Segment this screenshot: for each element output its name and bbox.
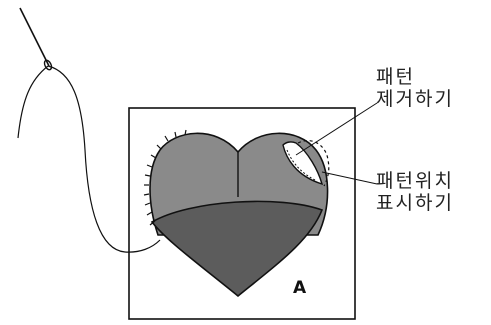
panel-letter: A <box>293 278 307 298</box>
label-mark-position: 패턴위치 표시하기 <box>376 170 454 214</box>
heart-lower <box>150 200 324 298</box>
scissors-cut-icon <box>286 149 316 181</box>
removed-pattern-piece <box>282 141 324 186</box>
label-mark-line2: 표시하기 <box>376 192 454 214</box>
leader-mark <box>321 171 378 185</box>
label-remove-line1: 패턴 <box>376 66 415 88</box>
label-remove-pattern: 패턴 제거하기 <box>376 66 454 110</box>
frame-square <box>128 107 356 320</box>
thread-line <box>17 65 161 253</box>
leader-remove <box>295 102 378 156</box>
stitch-marks <box>143 129 187 226</box>
label-mark-line1: 패턴위치 <box>376 170 454 192</box>
needle-icon <box>19 7 53 71</box>
label-remove-line2: 제거하기 <box>376 88 454 110</box>
pattern-position-dashed <box>297 139 330 187</box>
